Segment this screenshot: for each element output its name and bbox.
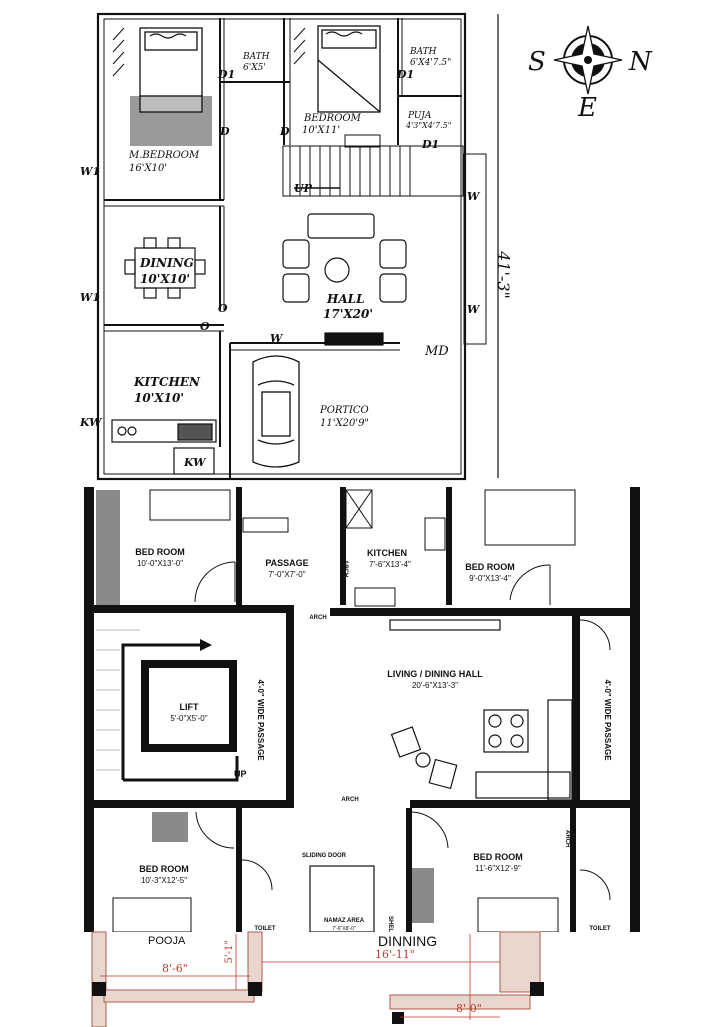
arch-label-2: ARCH <box>341 797 358 803</box>
tag-o-a: O <box>218 302 228 315</box>
bed-icon-2 <box>484 489 576 546</box>
hall-sofa-set-icon <box>282 213 407 346</box>
toilet-label-2: TOILET <box>589 926 611 932</box>
shelf-label: SHEL <box>387 916 393 932</box>
dim-1: 8'-6" <box>162 962 188 975</box>
tag-o-b: O <box>200 320 210 333</box>
tag-kw-a: KW <box>79 416 103 429</box>
tag-up: UP <box>294 182 313 195</box>
kitchen-counter-icon <box>111 419 217 475</box>
tag-d1-c: D1 <box>421 138 439 151</box>
tag-d-b: D <box>279 125 290 138</box>
kitchen-name: KITCHEN <box>133 375 201 389</box>
bed1-name: BED ROOM <box>135 547 185 557</box>
tag-d-a: D <box>219 125 230 138</box>
toilet-label-1: TOILET <box>254 926 276 932</box>
namaz-size: 7'-6"X8'-0" <box>332 926 355 932</box>
bath1-size: 6'X5' <box>243 63 266 73</box>
compass-s: S <box>528 47 546 77</box>
tag-w-c: W <box>270 332 284 345</box>
puja-size: 4'3"X4'7.5" <box>405 121 451 130</box>
tag-w1-a: W1 <box>80 165 100 178</box>
namaz-name: NAMAZ AREA <box>324 918 365 924</box>
lift-name: LIFT <box>180 702 199 712</box>
compass-n: N <box>628 47 653 77</box>
dim-2: 16'-11" <box>375 948 415 961</box>
living-name: LIVING / DINING HALL <box>387 669 483 679</box>
bedroom-bed-icon <box>317 25 381 113</box>
mbedroom-size: 16'X10' <box>129 163 167 174</box>
puja-name: PUJA <box>407 111 432 121</box>
tag-d1-a: D1 <box>217 68 235 81</box>
dining-table-icon <box>124 237 206 299</box>
bed4-size: 11'-6"X12'-9" <box>475 864 521 873</box>
mbedroom-name: M.BEDROOM <box>128 150 200 161</box>
sliding-door-label: SLIDING DOOR <box>302 853 347 859</box>
bath2-name: BATH <box>409 47 437 57</box>
bath2-size: 6'X4'7.5" <box>410 58 451 68</box>
passage-size: 7'-0"X7'-0" <box>268 570 305 579</box>
plan1-dimension-label: 41'-3" <box>494 250 513 299</box>
dinning-label: DINNING <box>378 933 437 949</box>
arch-label-3: ARCH <box>342 560 348 577</box>
bed2-name: BED ROOM <box>465 562 515 572</box>
pooja-label: POOJA <box>148 935 186 947</box>
lift-shaft <box>96 629 239 782</box>
tag-kw-b: KW <box>183 456 207 469</box>
bed3-size: 10'-3"X12'-5" <box>141 876 187 885</box>
tag-w1-b: W1 <box>80 291 100 304</box>
dim-4: 8'-0" <box>456 1002 482 1015</box>
kitchen-size: 10'X10' <box>134 391 184 405</box>
living-size: 20'-6"X13'-3" <box>412 681 458 690</box>
car-icon <box>252 355 300 468</box>
bed1-size: 10'-0"X13'-0" <box>137 559 183 568</box>
tag-w-b: W <box>467 303 481 316</box>
bed4-name: BED ROOM <box>473 852 523 862</box>
bed2-size: 9'-0"X13'-4" <box>469 574 511 583</box>
stairs <box>282 134 464 197</box>
kitchen2-size: 7'-6"X13'-4" <box>369 560 411 569</box>
bedroom-name: BEDROOM <box>303 113 362 124</box>
wide-passage-left: 4'-0" WIDE PASSAGE <box>256 679 265 761</box>
bedroom-size: 10'X11' <box>302 125 340 136</box>
compass-e: E <box>577 93 597 123</box>
bed-icon-1 <box>149 489 231 521</box>
tag-md: MD <box>424 344 449 359</box>
up-label: UP <box>234 769 247 779</box>
portico-size: 11'X20'9" <box>320 418 369 429</box>
tag-w-a: W <box>467 190 481 203</box>
kitchen2-name: KITCHEN <box>367 548 407 558</box>
arch-label-4: ARCH <box>564 830 570 847</box>
wide-passage-right: 4'-0" WIDE PASSAGE <box>603 679 612 761</box>
dining-name: DINING <box>139 256 194 270</box>
hall-name: HALL <box>326 292 365 306</box>
plan-1: 41'-3" S N E BATH 6'X5' BATH 6'X4'7.5" B… <box>0 0 720 487</box>
hall-size: 17'X20' <box>323 307 373 321</box>
lift-size: 5'-0"X5'-0" <box>170 714 207 723</box>
master-bed-icon <box>130 27 212 146</box>
plan-2: BED ROOM 10'-0"X13'-0" PASSAGE 7'-0"X7'-… <box>0 487 720 933</box>
tag-d1-b: D1 <box>396 68 414 81</box>
arch-label-1: ARCH <box>309 615 326 621</box>
plan-3: POOJA DINNING 8'-6" 16'-11" 5'-1" 8'-0" <box>0 931 720 1027</box>
dining-size: 10'X10' <box>140 272 190 286</box>
portico-name: PORTICO <box>319 405 369 416</box>
compass-icon <box>553 25 623 95</box>
bath1-name: BATH <box>242 52 270 62</box>
bed3-name: BED ROOM <box>139 864 189 874</box>
passage-name: PASSAGE <box>265 558 308 568</box>
dim-3: 5'-1" <box>224 940 235 963</box>
